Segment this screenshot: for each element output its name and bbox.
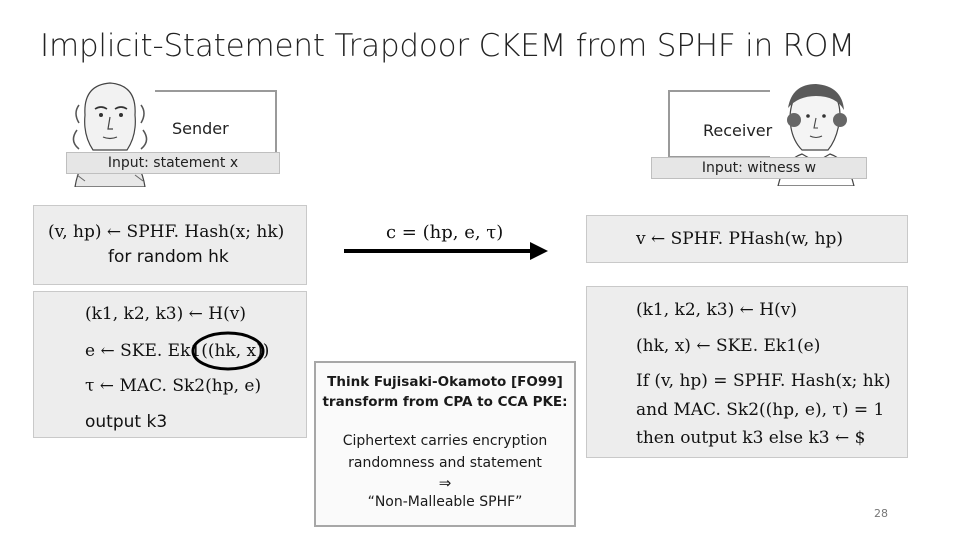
sender-random-line: for random hk xyxy=(108,247,229,267)
receiver-phash-box xyxy=(586,215,908,263)
sender-hash-line: (v, hp) ← SPHF. Hash(x; hk) xyxy=(48,222,285,242)
sender-encrypt-box xyxy=(33,291,307,438)
fo-note-box: Think Fujisaki-Okamoto [FO99] transform … xyxy=(314,361,576,527)
fo-note-line1: Ciphertext carries encryption randomness… xyxy=(342,433,548,471)
fo-note-heading: Think Fujisaki-Okamoto [FO99] transform … xyxy=(322,374,568,410)
fo-note-line2: “Non-Malleable SPHF” xyxy=(367,494,523,510)
receiver-check-line: If (v, hp) = SPHF. Hash(x; hk) xyxy=(636,371,891,391)
receiver-derive-keys: (k1, k2, k3) ← H(v) xyxy=(636,300,797,320)
sender-box xyxy=(143,90,277,156)
right-arrow-icon xyxy=(344,242,548,260)
sender-label: Sender xyxy=(172,119,229,138)
slide-title: Implicit-Statement Trapdoor CKEM from SP… xyxy=(40,28,855,64)
sender-hash-box xyxy=(33,205,307,285)
sender-input-text: Input: statement x xyxy=(107,155,239,171)
page-number: 28 xyxy=(874,507,888,520)
receiver-phash-line: v ← SPHF. PHash(w, hp) xyxy=(636,229,844,249)
receiver-input: Input: witness w xyxy=(651,157,867,179)
sender-mac-line: τ ← MAC. Sk2(hp, e) xyxy=(85,376,262,396)
implies-arrow: ⇒ xyxy=(438,474,452,492)
receiver-decrypt-box xyxy=(586,286,908,458)
receiver-input-text: Input: witness w xyxy=(701,160,817,176)
sender-output-line: output k3 xyxy=(85,412,168,432)
sender-input: Input: statement x xyxy=(66,152,280,174)
receiver-output-line: then output k3 else k3 ← $ xyxy=(636,428,866,448)
receiver-mac-check: and MAC. Sk2((hp, e), τ) = 1 xyxy=(636,400,885,420)
sender-derive-keys: (k1, k2, k3) ← H(v) xyxy=(85,304,246,324)
ciphertext-label: c = (hp, e, τ) xyxy=(386,222,504,243)
sender-encrypt-line: e ← SKE. Ek1((hk, x)) xyxy=(85,341,270,361)
highlight-circle xyxy=(191,331,265,371)
receiver-label: Receiver xyxy=(703,121,773,140)
receiver-decrypt-line: (hk, x) ← SKE. Ek1(e) xyxy=(636,336,821,356)
